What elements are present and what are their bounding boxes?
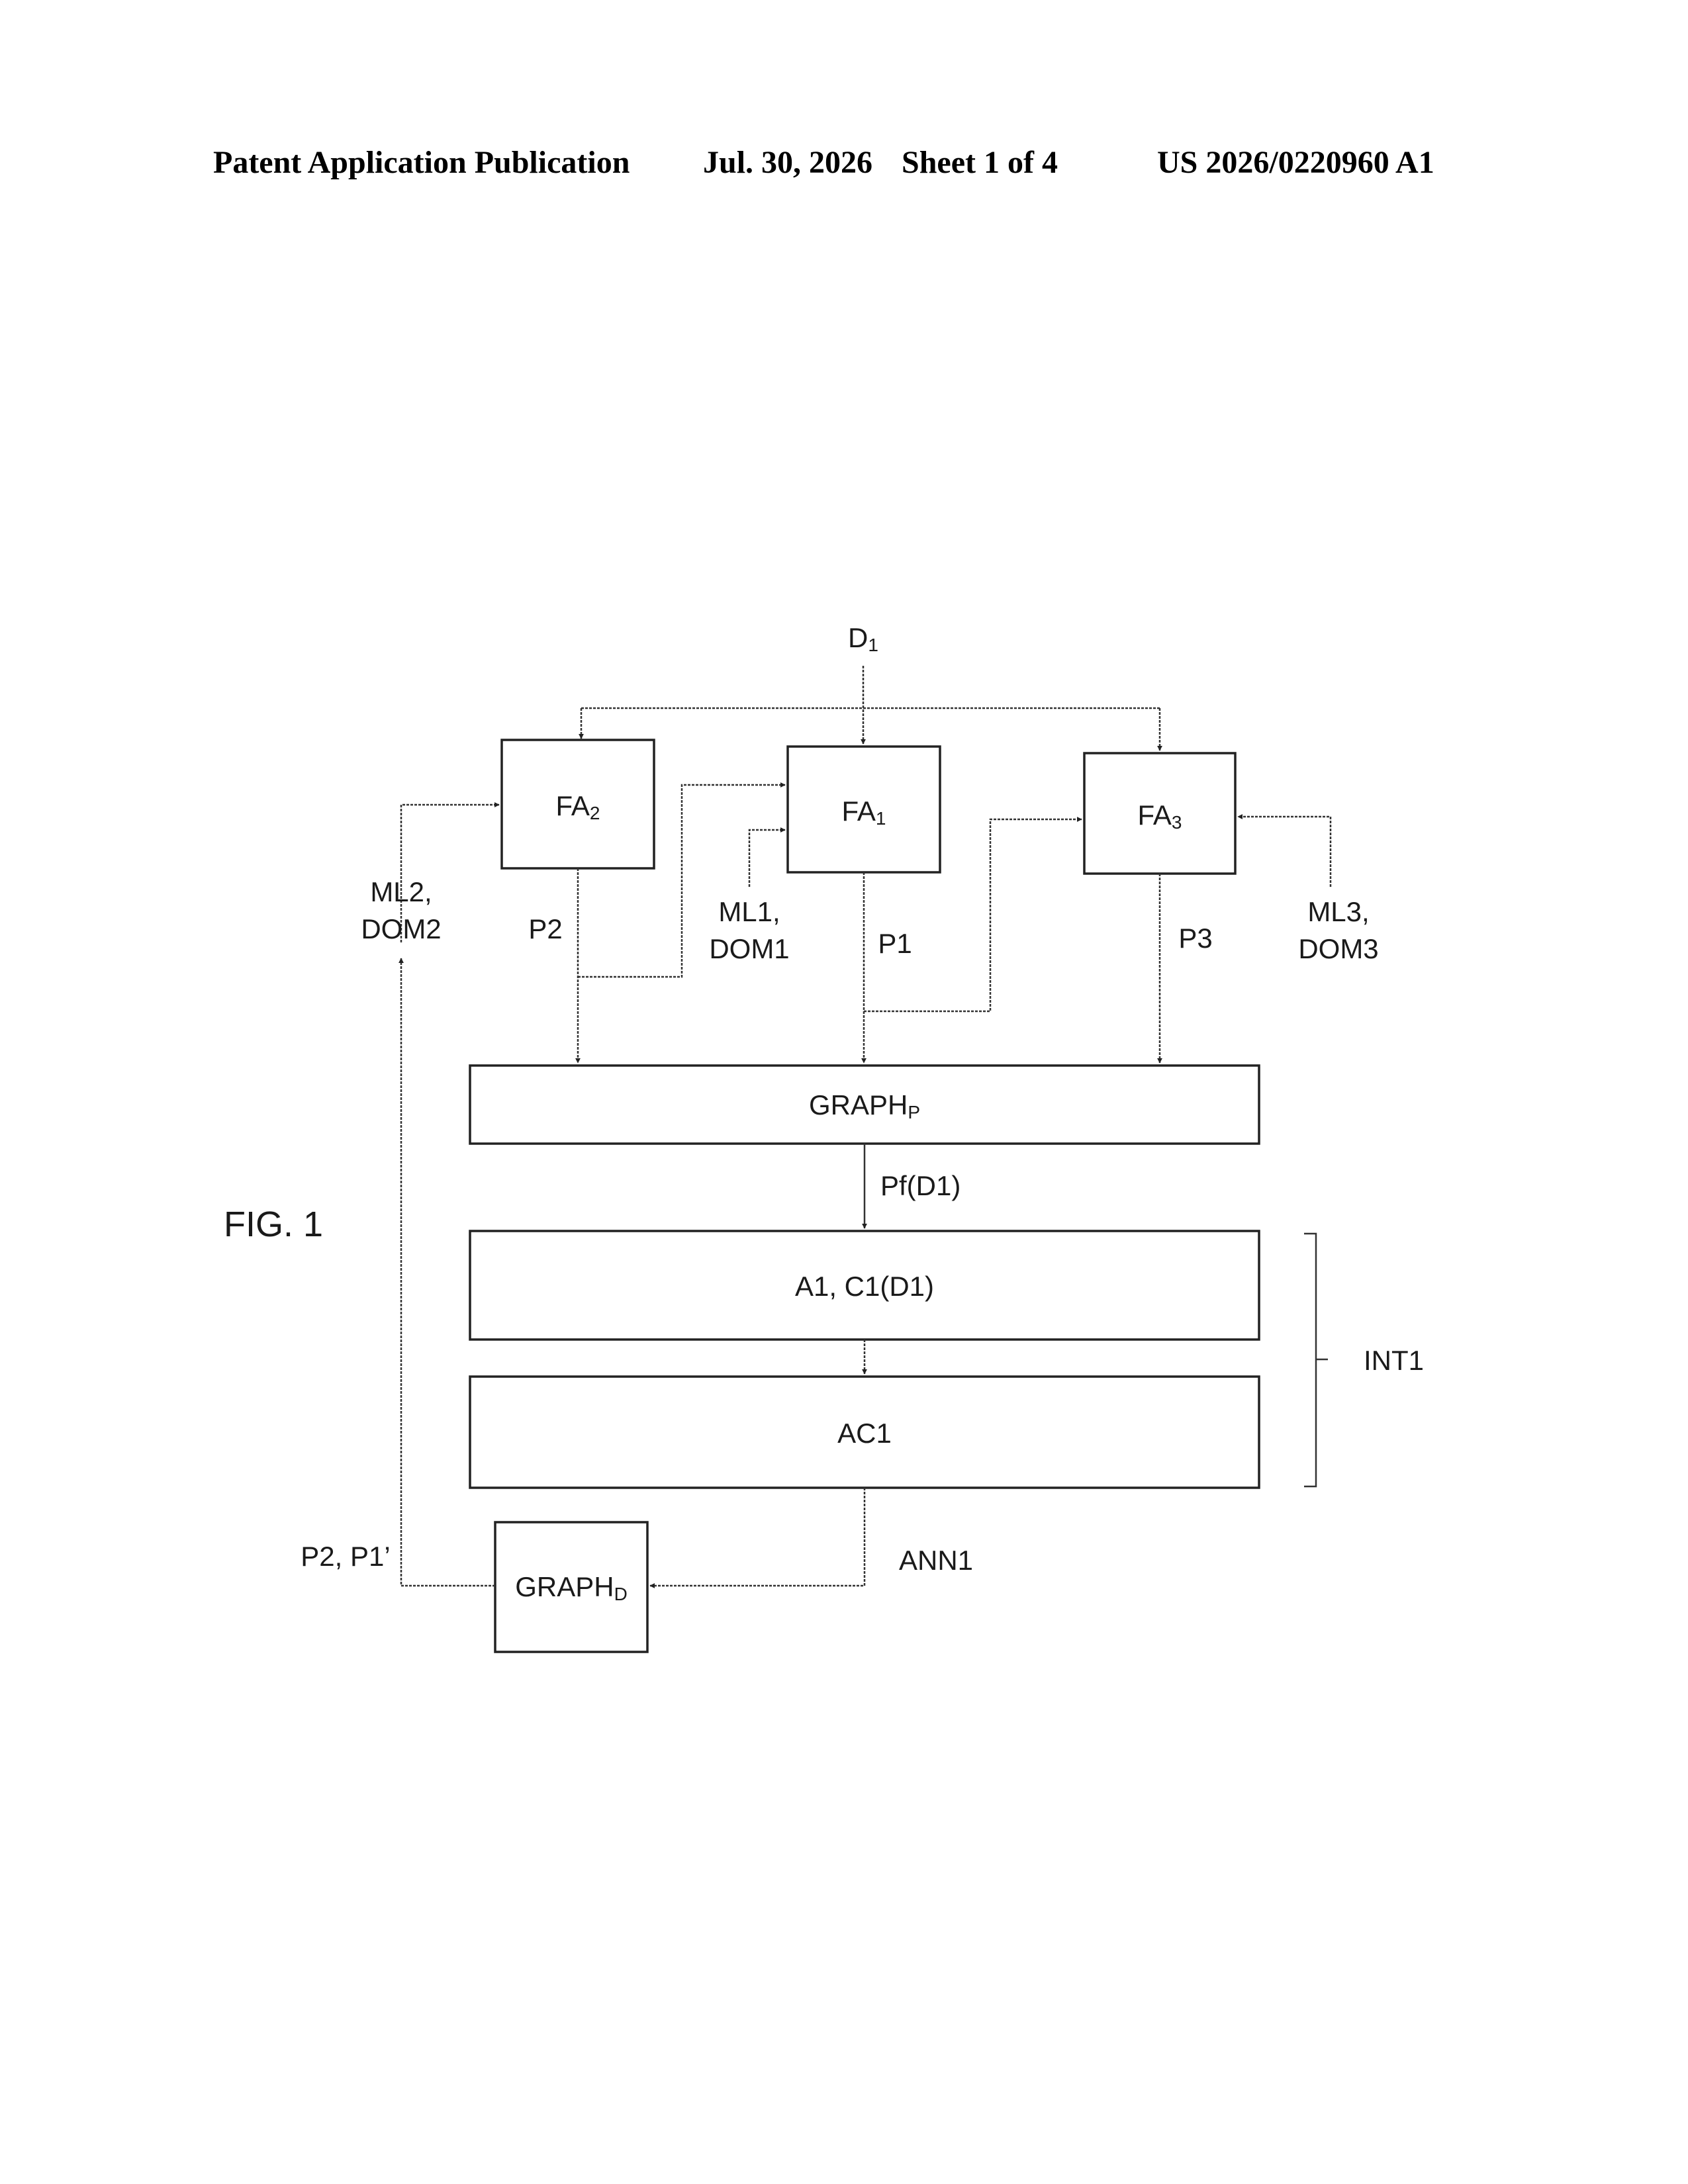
int1-bracket [1304,1234,1328,1486]
ml1-label-line2: DOM1 [709,933,789,964]
ac1-label: AC1 [837,1418,892,1449]
figure-label: FIG. 1 [224,1205,323,1244]
ann1-label: ANN1 [899,1545,973,1576]
ml3-label-line1: ML3, [1307,896,1369,927]
p3-label: P3 [1178,923,1212,954]
ml3-to-fa3-arrow [1238,817,1331,887]
int1-label: INT1 [1364,1345,1424,1376]
ml1-to-fa1-arrow [749,830,785,887]
ml2-label-line2: DOM2 [361,913,441,944]
pf-label: Pf(D1) [880,1170,961,1201]
ml3-label-line2: DOM3 [1298,933,1378,964]
graph-p-label: GRAPHP [809,1089,920,1122]
ml1-label-line1: ML1, [718,896,780,927]
a1-c1-label: A1, C1(D1) [795,1271,934,1302]
p2-label: P2 [528,913,562,944]
graph-d-label: GRAPHD [515,1571,628,1604]
ml2-label-line1: ML2, [370,876,432,907]
p1-label: P1 [878,928,912,959]
ann1-to-graph-d-arrow [650,1488,865,1586]
input-d1-label: D1 [848,622,878,655]
feedback-label: P2, P1’ [301,1541,390,1572]
